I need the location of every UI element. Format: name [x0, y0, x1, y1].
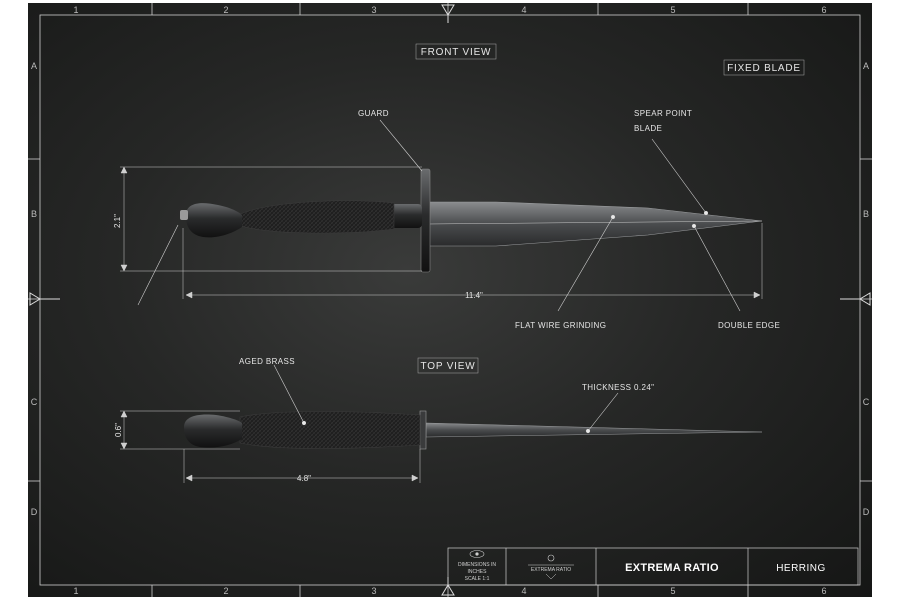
- column-number: 1: [73, 586, 78, 596]
- column-dividers: [28, 3, 872, 597]
- sheet-frame: [39, 14, 861, 586]
- title-block: [447, 547, 859, 586]
- row-letter: A: [863, 61, 869, 71]
- front-pommel: [185, 203, 242, 238]
- top-view-knife: [184, 410, 763, 450]
- brand-logo: EXTREMA RATIO: [528, 554, 574, 580]
- row-letter: C: [31, 397, 38, 407]
- column-number: 2: [223, 586, 228, 596]
- note-line: SCALE 1:1: [465, 576, 490, 582]
- length-dimension: 11.4": [465, 291, 483, 300]
- note-line: DIMENSIONS IN: [458, 562, 496, 568]
- blueprint-sheet: 1 2 3 4 5 6 1 2 3 4 5 6 A B C D A B C D …: [28, 3, 872, 597]
- front-dimensions: [120, 166, 763, 299]
- column-number: 1: [73, 5, 78, 15]
- top-dimensions: [120, 410, 421, 483]
- column-number: 6: [821, 586, 826, 596]
- type-title: FIXED BLADE: [723, 59, 805, 76]
- column-number: 4: [521, 5, 526, 15]
- thickness-label: THICKNESS 0.24": [582, 383, 654, 392]
- top-guard: [419, 410, 427, 450]
- front-view-knife: [180, 168, 763, 273]
- guard-label: GUARD: [358, 109, 389, 118]
- top-blade: [425, 422, 763, 438]
- flat-wire-label: FLAT WIRE GRINDING: [515, 321, 606, 330]
- pommel-nut: [180, 210, 188, 220]
- top-height-dimension: 0.6": [114, 423, 123, 437]
- row-letter: D: [31, 507, 38, 517]
- front-guard: [420, 168, 431, 273]
- top-callout-lines: [273, 364, 619, 434]
- column-number: 5: [670, 5, 675, 15]
- blueprint-drawing: 1 2 3 4 5 6 1 2 3 4 5 6 A B C D A B C D …: [28, 3, 872, 597]
- front-view-title: FRONT VIEW: [415, 43, 497, 60]
- blade-ridge: [427, 220, 763, 225]
- scale-note: DIMENSIONS IN INCHES SCALE 1:1: [458, 550, 496, 582]
- model-name: HERRING: [776, 563, 826, 574]
- column-number: 4: [521, 586, 526, 596]
- column-number: 3: [371, 5, 376, 15]
- eye-icon: [469, 550, 485, 558]
- front-ferrule: [390, 204, 422, 228]
- top-pommel: [184, 414, 242, 448]
- row-letter: B: [863, 209, 869, 219]
- logo-text: EXTREMA RATIO: [531, 567, 571, 573]
- fixed-blade-label: FIXED BLADE: [727, 63, 801, 74]
- front-blade: [427, 201, 763, 247]
- aged-brass-label: AGED BRASS: [239, 357, 295, 366]
- logo-mark-icon: [547, 554, 555, 562]
- row-letter: A: [31, 61, 37, 71]
- top-view-label: TOP VIEW: [421, 361, 476, 372]
- double-edge-label: DOUBLE EDGE: [718, 321, 780, 330]
- height-dimension: 2.1": [113, 214, 122, 228]
- column-number: 2: [223, 5, 228, 15]
- column-number: 6: [821, 5, 826, 15]
- row-letter: B: [31, 209, 37, 219]
- note-line: INCHES: [468, 569, 488, 575]
- top-grip: [239, 411, 421, 449]
- centering-arrows: [29, 4, 871, 596]
- top-view-title: TOP VIEW: [417, 357, 479, 374]
- brand-name: EXTREMA RATIO: [625, 562, 719, 574]
- front-view-label: FRONT VIEW: [421, 47, 492, 58]
- column-number: 3: [371, 586, 376, 596]
- row-letter: D: [863, 507, 870, 517]
- front-callout-lines: [137, 119, 741, 312]
- blade-label: BLADE: [634, 124, 662, 133]
- spear-point-label: SPEAR POINT: [634, 109, 692, 118]
- front-grip: [237, 200, 395, 234]
- column-number: 5: [670, 586, 675, 596]
- handle-length-dimension: 4.8": [297, 474, 311, 483]
- row-letter: C: [863, 397, 870, 407]
